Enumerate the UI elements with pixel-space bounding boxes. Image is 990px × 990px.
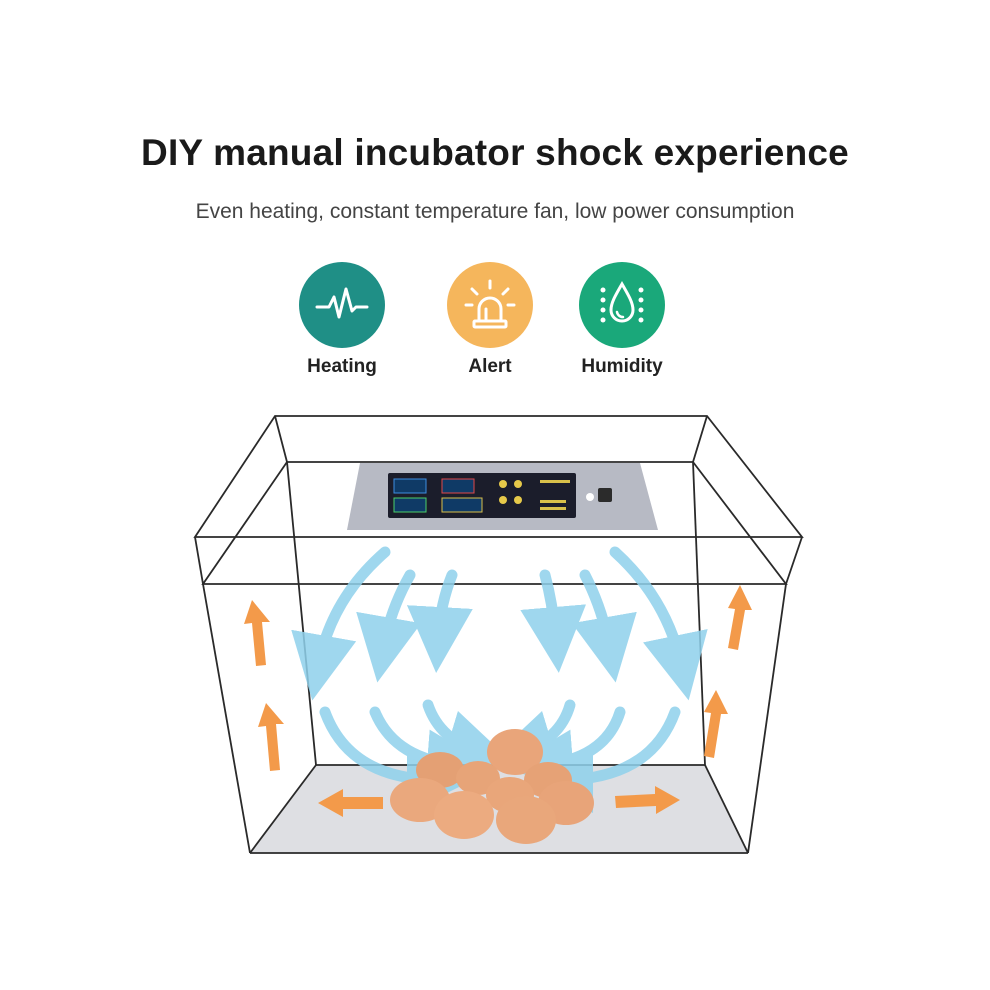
alarm-light-icon [447, 262, 533, 348]
page-title: DIY manual incubator shock experience [141, 132, 849, 173]
display-screen [388, 473, 576, 518]
heartbeat-wave-icon [299, 262, 385, 348]
feature-label: Humidity [581, 356, 663, 377]
feature-label: Alert [468, 356, 512, 377]
power-switch-icon [598, 488, 612, 502]
feature-alert: Alert [420, 262, 560, 378]
control-panel [347, 463, 658, 530]
heat-arrows [244, 585, 752, 817]
feature-heating: Heating [272, 262, 412, 378]
water-drop-icon [579, 262, 665, 348]
page-subtitle: Even heating, constant temperature fan, … [195, 200, 795, 223]
feature-label: Heating [307, 356, 377, 377]
feature-humidity: Humidity [552, 262, 692, 378]
eggs [390, 729, 594, 844]
